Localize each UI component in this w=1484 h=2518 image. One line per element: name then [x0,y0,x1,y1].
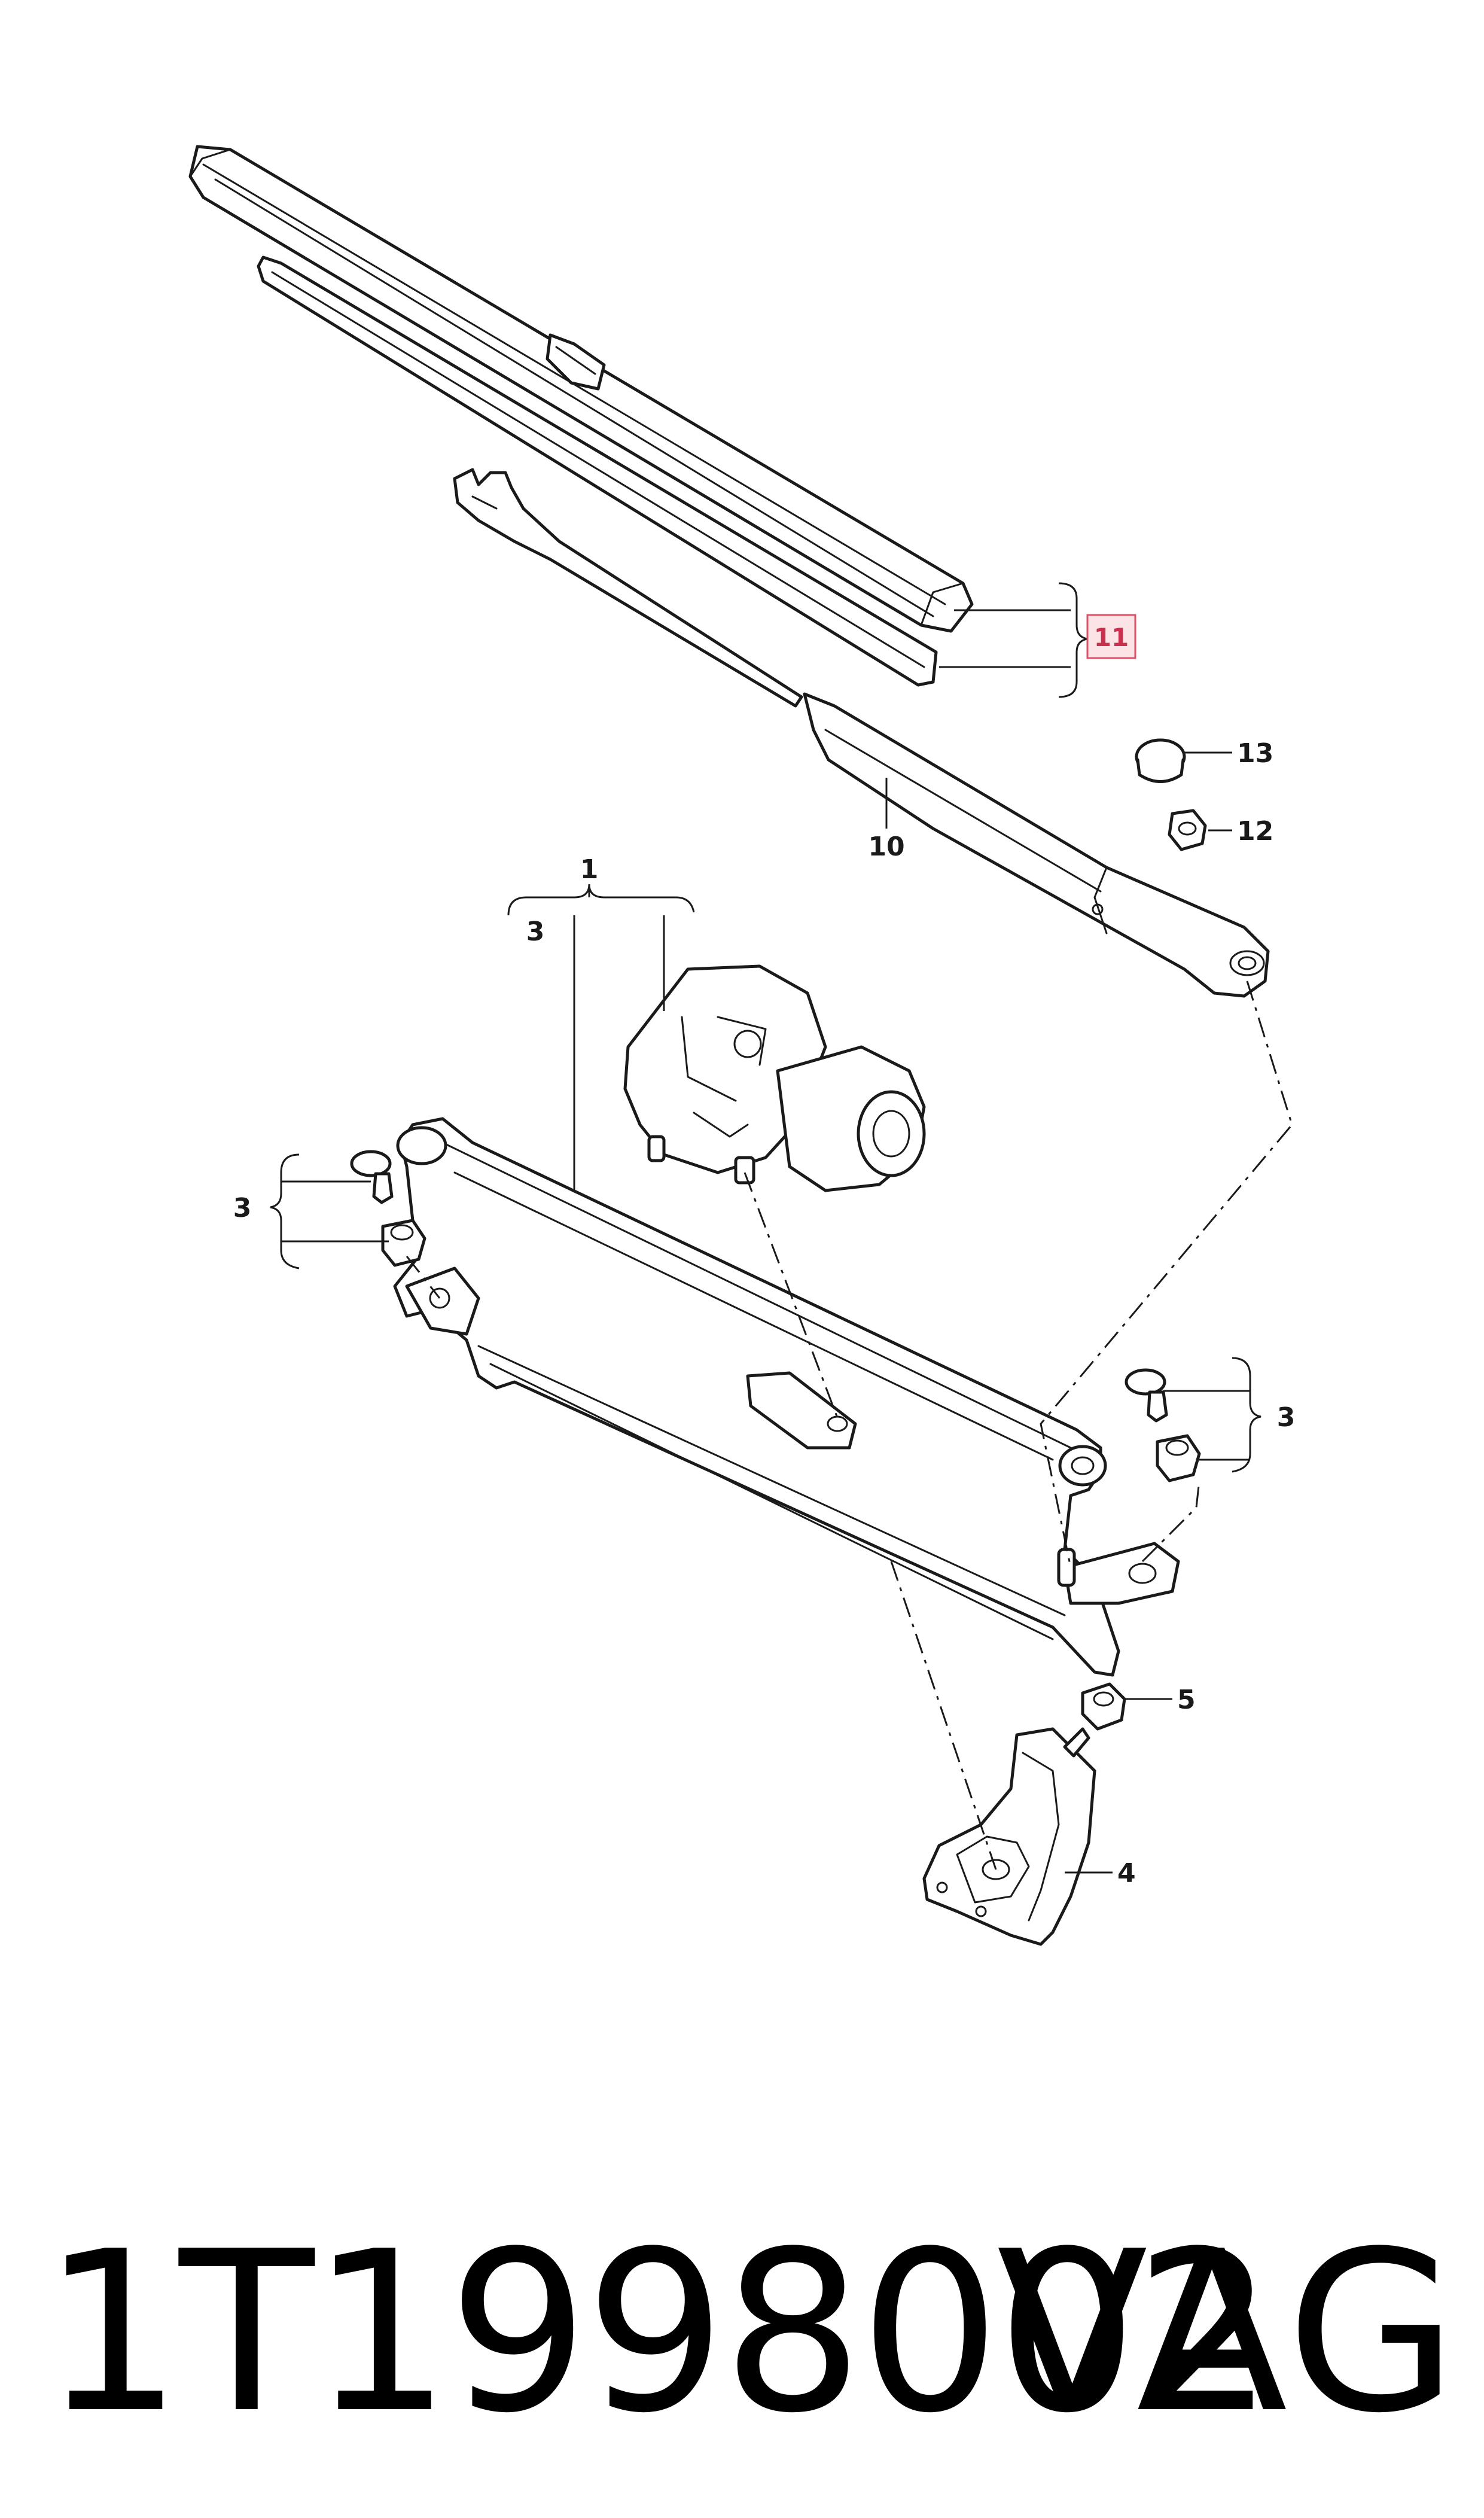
bushing-right [1156,1434,1201,1482]
callout-labels: 11 13 12 10 1 3 3 3 5 4 [233,614,1296,1889]
bushing-5 [1081,1682,1126,1731]
bolt-left [350,1150,394,1204]
bolt-right [1125,1368,1168,1423]
bracket-4 [922,1727,1096,1946]
wiper-exploded-diagram: 11 13 12 10 1 3 3 3 5 4 [188,145,1296,1946]
nut-12 [1168,809,1207,851]
callout-12[interactable]: 12 [1237,816,1273,847]
wiper-rubber-strip [257,255,938,687]
callout-3-top[interactable]: 3 [526,917,545,947]
assembly-lines [406,981,1293,1870]
callout-5[interactable]: 5 [1177,1685,1196,1715]
leader-lines [270,582,1261,1874]
wiper-arm [453,468,1270,998]
callout-11-highlight [1086,614,1136,659]
callout-11[interactable]: 11 [1094,623,1129,652]
callout-3-left[interactable]: 3 [233,1193,252,1223]
callout-10[interactable]: 10 [868,832,904,862]
callout-1[interactable]: 1 [580,854,599,885]
callout-3-right[interactable]: 3 [1277,1402,1296,1433]
wiper-blade [188,145,974,633]
wiper-motor [623,964,926,1192]
callout-13[interactable]: 13 [1237,738,1273,769]
part-number: 1T1998002 [42,2205,1275,2462]
cap-13 [1135,738,1186,783]
bushing-left [381,1219,426,1267]
brand-name: VAG [997,2205,1460,2462]
callout-4[interactable]: 4 [1117,1858,1136,1889]
wiper-linkage [393,1117,1180,1677]
